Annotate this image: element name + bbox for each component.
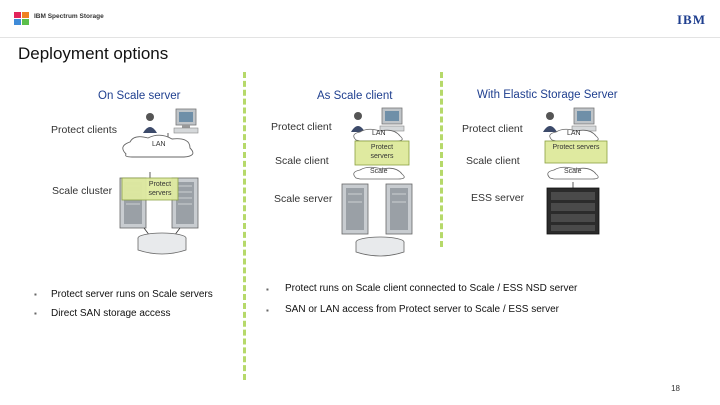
label-protect-servers-2: Protect servers xyxy=(370,144,394,160)
bullet-right-2: SAN or LAN access from Protect server to… xyxy=(285,304,559,315)
heading-scale-client: As Scale client xyxy=(317,90,393,102)
product-logo-text: IBM Spectrum Storage xyxy=(34,13,104,20)
storage-disk-icon-2 xyxy=(355,236,405,257)
heading-scale-server: On Scale server xyxy=(98,90,181,102)
bullet-right-1: Protect runs on Scale client connected t… xyxy=(285,283,578,294)
label-protect-servers-3: Protect servers xyxy=(552,144,600,151)
label-protect-client-3: Protect client xyxy=(462,123,523,135)
bullet-left-2: Direct SAN storage access xyxy=(51,308,171,319)
client-workstation-icon xyxy=(143,108,199,147)
lan-cloud-icon-3 xyxy=(549,128,599,142)
ibm-logo: IBM xyxy=(677,12,706,27)
lan-cloud-icon xyxy=(122,134,194,158)
scale-link-cloud-3 xyxy=(547,166,599,180)
client-workstation-icon-3 xyxy=(543,107,597,132)
storage-disk-icon xyxy=(137,227,187,255)
label-lan-3: LAN xyxy=(567,130,581,137)
label-scale-client-2: Scale client xyxy=(275,155,329,167)
page-number: 18 xyxy=(671,384,680,393)
label-scale-server-2: Scale server xyxy=(274,193,333,205)
label-scale-cluster: Scale cluster xyxy=(52,185,113,197)
client-workstation-icon-2 xyxy=(351,107,405,132)
heading-ess: With Elastic Storage Server xyxy=(477,89,618,101)
label-protect-client-2: Protect client xyxy=(271,121,332,133)
label-protect-clients: Protect clients xyxy=(51,124,117,136)
server-rack-icon-2 xyxy=(341,183,413,235)
ess-appliance-icon xyxy=(546,182,600,235)
column-divider-right xyxy=(440,72,443,247)
bullet-left-1: Protect server runs on Scale servers xyxy=(51,289,213,300)
label-protect-servers-1: Protect servers xyxy=(148,181,172,197)
bullet-marker: ▪ xyxy=(266,285,269,294)
bullet-marker: ▪ xyxy=(34,309,37,318)
header-divider xyxy=(0,37,720,38)
protect-servers-box-3 xyxy=(544,140,608,164)
label-ess-server: ESS server xyxy=(471,192,525,204)
scale-link-cloud-2 xyxy=(353,166,405,180)
server-rack-icon xyxy=(119,172,199,229)
page-title: Deployment options xyxy=(18,44,169,63)
label-scale-client-3: Scale client xyxy=(466,155,520,167)
label-scale-3: Scale xyxy=(564,168,582,175)
column-divider-left xyxy=(243,72,246,380)
bullet-marker: ▪ xyxy=(266,306,269,315)
label-lan-1: LAN xyxy=(152,141,166,148)
lan-cloud-icon-2 xyxy=(353,128,403,142)
ibm-spectrum-logo-icon xyxy=(14,12,29,25)
protect-servers-box-2 xyxy=(354,140,410,166)
label-lan-2: LAN xyxy=(372,130,386,137)
bullet-marker: ▪ xyxy=(34,290,37,299)
label-scale-2: Scale xyxy=(370,168,388,175)
